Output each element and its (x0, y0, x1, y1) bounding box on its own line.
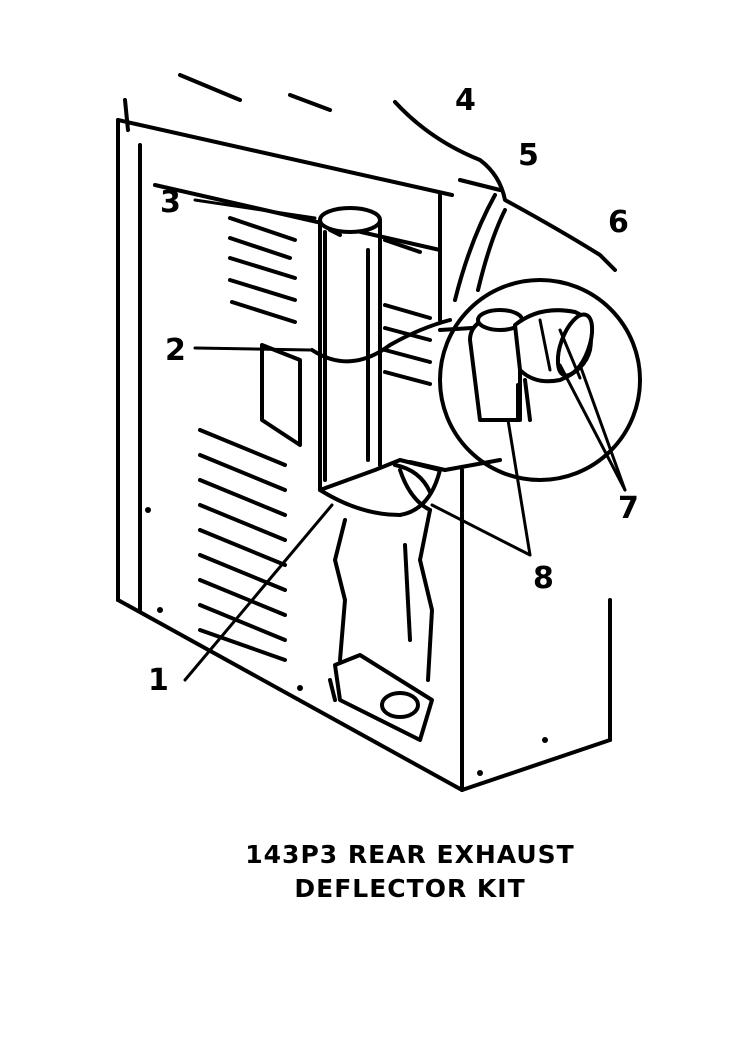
leader-7b (558, 363, 627, 492)
flexible-hose (393, 100, 617, 302)
cabinet-rear-panel (116, 73, 612, 792)
leader-2 (193, 346, 312, 352)
callout-5: 5 (518, 138, 539, 173)
rivets (145, 507, 548, 776)
detail-magnifier-circle (438, 278, 642, 482)
caption-line-1: 143P3 REAR EXHAUST (245, 840, 575, 869)
callout-2: 2 (165, 333, 186, 368)
pipe-strap (310, 318, 452, 364)
leader-8b (430, 503, 532, 557)
leader-8a (506, 418, 532, 557)
vent-louvers (198, 216, 432, 662)
callout-7: 7 (618, 491, 639, 526)
exhaust-pipe (318, 206, 382, 492)
leader-lines (183, 198, 627, 682)
callout-1: 1 (148, 663, 169, 698)
callout-8: 8 (533, 561, 554, 596)
callout-3: 3 (160, 185, 181, 220)
callout-6: 6 (608, 205, 629, 240)
lower-duct (333, 508, 434, 682)
caption-line-2: DEFLECTOR KIT (294, 874, 526, 903)
callout-4: 4 (455, 83, 476, 118)
bottom-bracket (328, 653, 434, 742)
leader-7a (578, 363, 627, 492)
access-panel-outline (260, 343, 302, 447)
leader-1 (183, 503, 334, 682)
leader-3 (193, 198, 317, 220)
deflector-elbow (318, 458, 447, 517)
diagram-caption: 143P3 REAR EXHAUST DEFLECTOR KIT (200, 838, 620, 906)
